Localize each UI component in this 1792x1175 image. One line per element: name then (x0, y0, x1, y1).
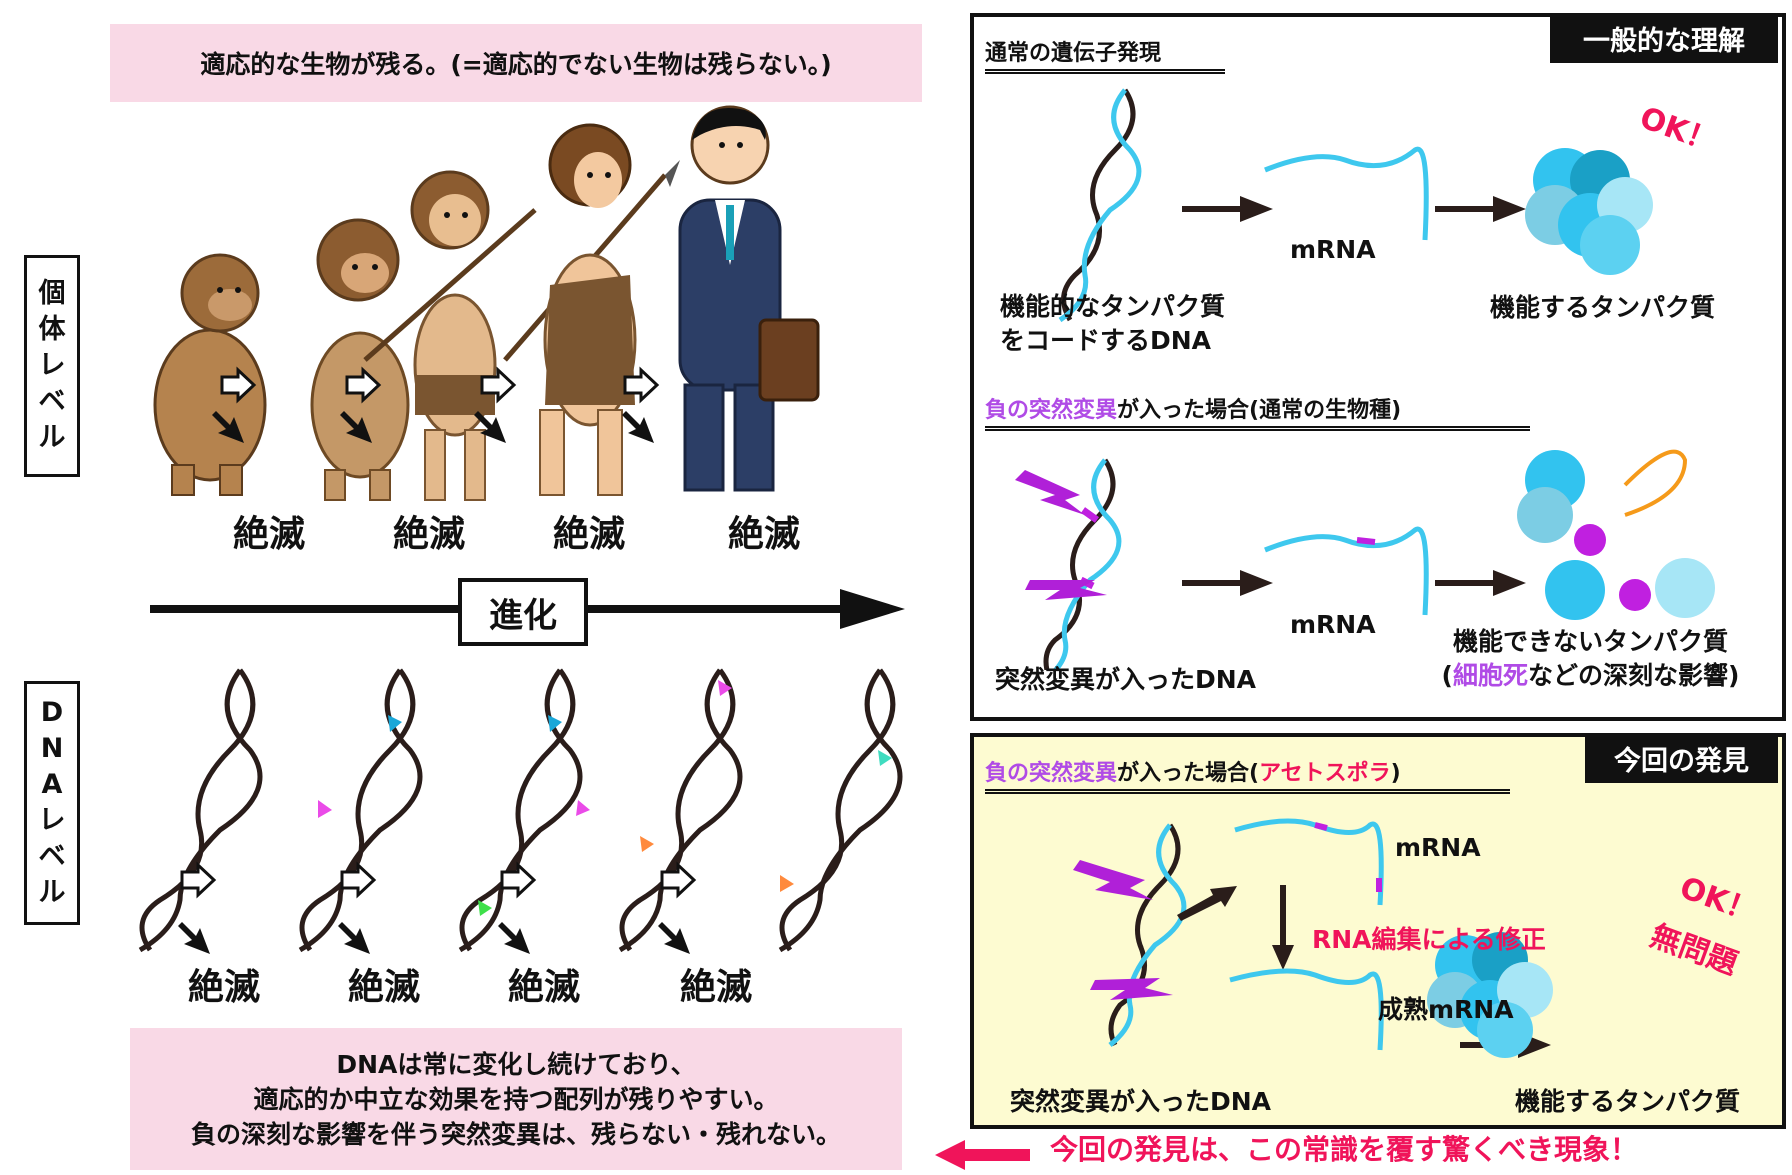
discovery-tag: 今回の発見 (1585, 733, 1778, 783)
businessman-figure (678, 105, 820, 492)
mature-mrna-label: 成熟mRNA (1378, 995, 1514, 1024)
mature-mrna-strand (1229, 968, 1384, 1051)
caveman-figure (503, 123, 680, 496)
extinct-label: 絶滅 (393, 514, 466, 555)
extinct-label: 絶滅 (188, 967, 261, 1008)
negative-mutation-title: 負の突然変異が入った場合(通常の生物種) (985, 392, 1530, 431)
ape-figure (153, 253, 267, 496)
early-hominid-figure (310, 218, 410, 501)
mrna-strand (1234, 818, 1384, 906)
dna-strand-1 (138, 668, 263, 953)
normal-expression-diagram (1058, 88, 1653, 323)
footnote-arrow (935, 1140, 1030, 1170)
flow-arrows (1182, 196, 1526, 222)
functional-protein-label: 機能するタンパク質 (1490, 293, 1716, 322)
flow-arrows (1182, 570, 1526, 596)
extinct-label: 絶滅 (348, 967, 421, 1008)
functional-protein-label: 機能するタンパク質 (1515, 1087, 1741, 1116)
extinct-label: 絶滅 (553, 514, 626, 555)
discovery-diagram (1073, 818, 1553, 1058)
extinct-label: 絶滅 (680, 967, 753, 1008)
mrna-label: mRNA (1395, 833, 1481, 862)
hominid-with-spear-figure (363, 170, 537, 501)
dna-extinct-arrows (178, 922, 690, 954)
functional-protein-icon (1427, 932, 1553, 1058)
dna-strand-4 (618, 668, 743, 953)
extinct-label: 絶滅 (728, 514, 801, 555)
functional-dna-label: 機能的なタンパク質 をコードするDNA (1000, 292, 1226, 355)
mutated-mrna-strand (1264, 526, 1429, 616)
mutated-dna-label: 突然変異が入ったDNA (995, 665, 1257, 694)
discovery-panel (970, 733, 1786, 1129)
evolution-label: 進化 (458, 578, 588, 646)
discovery-title: 負の突然変異が入った場合(アセトスポラ) (985, 755, 1510, 794)
stage-arrows (220, 366, 660, 404)
bottom-banner-line: 負の深刻な影響を伴う突然変異は、残らない・残れない。 (190, 1119, 841, 1149)
individual-level-label: 個 体 レ ベ ル (24, 255, 80, 477)
general-understanding-tag: 一般的な理解 (1550, 13, 1778, 63)
top-banner: 適応的な生物が残る。(=適応的でない生物は残らない。) (110, 24, 922, 102)
extinct-label: 絶滅 (508, 967, 581, 1008)
bottom-banner-line: 適応的か中立な効果を持つ配列が残りやすい。 (253, 1084, 779, 1114)
bottom-banner: DNAは常に変化し続けており、 適応的か中立な効果を持つ配列が残りやすい。 負の… (130, 1028, 902, 1170)
negative-mutation-diagram (1015, 449, 1715, 670)
mutated-dna-helix-icon (1108, 823, 1187, 1047)
dna-helix-icon (1058, 88, 1142, 323)
dna-strand-3 (458, 668, 583, 953)
dysfunctional-protein-icon (1517, 450, 1715, 620)
dna-evolution-row (138, 668, 903, 954)
mutated-dna-label: 突然変異が入ったDNA (1010, 1087, 1272, 1116)
evolution-figures-illustration (153, 105, 820, 501)
spirit-icon (1623, 449, 1688, 517)
mrna-label: mRNA (1290, 610, 1376, 639)
dna-strand-5 (778, 668, 903, 953)
extinct-arrows (212, 411, 654, 443)
general-understanding-panel (970, 13, 1786, 721)
mutation-marks (318, 680, 892, 916)
normal-expression-title: 通常の遺伝子発現 (985, 35, 1225, 74)
discovery-footnote: 今回の発見は、この常識を覆す驚くべき現象！ (1050, 1133, 1639, 1166)
bottom-banner-line: DNAは常に変化し続けており、 (336, 1049, 696, 1079)
functional-protein-icon (1525, 148, 1653, 275)
lightning-mutation-icon (1073, 860, 1173, 1000)
mrna-strand (1264, 146, 1429, 241)
dysfunctional-protein-label: 機能できないタンパク質 (細胞死などの深刻な影響) (1441, 627, 1740, 690)
lightning-mutation-icon (1015, 470, 1107, 600)
rna-editing-label: RNA編集による修正 (1312, 925, 1546, 954)
dna-stage-arrows (180, 861, 697, 899)
dna-level-label: D N A レ ベ ル (24, 681, 80, 925)
mrna-label: mRNA (1290, 235, 1376, 264)
extinct-label: 絶滅 (233, 514, 306, 555)
